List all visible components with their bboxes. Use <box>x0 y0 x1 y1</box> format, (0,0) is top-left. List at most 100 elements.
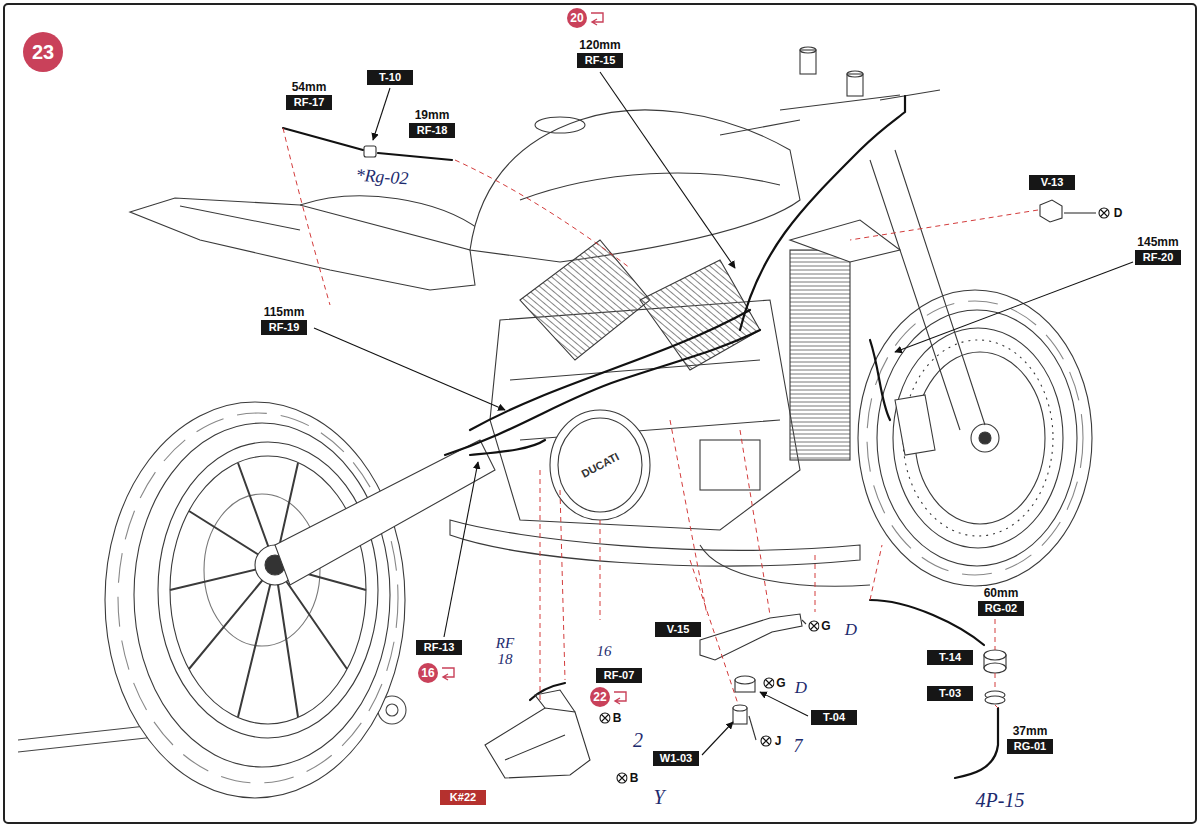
handwritten-note: 2 <box>631 730 645 751</box>
part-label: K#22 <box>440 790 486 805</box>
fuel-tank <box>470 110 800 262</box>
dimension-text: 145mm <box>1135 235 1180 249</box>
screw-symbols <box>617 773 627 783</box>
screw-letter: G <box>774 676 787 690</box>
engine <box>490 240 800 530</box>
small-parts <box>749 716 756 740</box>
handwritten-note: *Rg-02 <box>353 166 411 189</box>
screw-symbols <box>600 713 610 723</box>
cables <box>870 600 984 645</box>
small-parts <box>1040 200 1062 222</box>
engine <box>700 440 760 490</box>
handwritten-note: 4P-15 <box>974 790 1027 811</box>
part-label: T-14 <box>927 650 973 665</box>
small-parts <box>984 663 1006 673</box>
part-number: RF-19 <box>261 320 307 335</box>
part-label: V-15 <box>655 622 701 637</box>
front-wheel <box>858 290 1092 586</box>
exhaust <box>450 520 860 566</box>
part-number: T-14 <box>927 650 973 665</box>
screw-letter: G <box>819 619 832 633</box>
small-parts <box>802 620 806 624</box>
cables <box>955 708 998 778</box>
part-number: RF-07 <box>596 668 642 683</box>
radiator-and-front <box>800 50 816 74</box>
small-parts <box>735 676 755 684</box>
radiator-and-front <box>800 47 816 53</box>
radiator-and-front <box>720 47 940 460</box>
exhaust <box>700 545 870 586</box>
return-arrow-symbols <box>442 13 626 704</box>
leader-arrows <box>895 262 1133 352</box>
callout-number: 23 <box>23 32 63 72</box>
front-wheel <box>971 424 999 452</box>
screw-letter: D <box>1112 206 1125 220</box>
part-label: 120mmRF-15 <box>577 38 623 68</box>
part-number: W1-03 <box>653 751 699 766</box>
small-parts <box>985 696 1005 704</box>
engine <box>558 418 642 512</box>
screw-letter: B <box>611 711 624 725</box>
front-fork <box>870 150 985 430</box>
exploded-view-guides <box>995 610 998 708</box>
part-number: K#22 <box>440 790 486 805</box>
engine <box>520 240 650 360</box>
leader-arrows <box>314 328 505 410</box>
part-number: RG-02 <box>978 601 1024 616</box>
exploded-view-guides <box>740 430 770 615</box>
front-wheel <box>915 352 1045 524</box>
leader-arrows <box>314 72 1133 755</box>
leader-arrows <box>444 462 478 637</box>
paddock-stand <box>386 704 398 716</box>
part-number: T-10 <box>367 70 413 85</box>
part-number: V-15 <box>655 622 701 637</box>
front-wheel <box>858 290 1092 586</box>
part-label: RF-13 <box>416 640 462 655</box>
front-wheel <box>893 328 1063 548</box>
cables <box>283 96 998 778</box>
small-parts <box>485 708 590 778</box>
cables <box>470 440 545 455</box>
small-parts <box>984 650 1006 660</box>
engine <box>490 300 800 530</box>
small-parts <box>1064 212 1096 213</box>
screw-symbols <box>1101 210 1108 217</box>
exploded-view-guides <box>283 128 1038 708</box>
handwritten-note: D <box>843 621 859 639</box>
rear-wheel <box>134 423 390 767</box>
part-number: T-04 <box>811 710 857 725</box>
handwritten-note: D <box>793 679 809 697</box>
screw-symbols <box>619 775 626 782</box>
swingarm <box>275 440 495 585</box>
engine <box>550 410 650 520</box>
dimension-text: 37mm <box>1011 724 1050 738</box>
small-parts <box>364 146 1096 778</box>
part-label: V-13 <box>1029 175 1075 190</box>
part-label: T-04 <box>811 710 857 725</box>
return-arrow-symbols <box>442 668 454 680</box>
cables <box>445 330 760 455</box>
dimension-text: 19mm <box>413 108 452 122</box>
screw-symbols <box>602 715 609 722</box>
screw-letter: J <box>773 734 784 748</box>
fuel-tank <box>520 173 780 200</box>
front-wheel <box>877 310 1077 566</box>
radiator-and-front <box>720 90 940 135</box>
part-label: W1-03 <box>653 751 699 766</box>
exploded-view-guides <box>455 160 630 268</box>
part-number: RF-20 <box>1135 250 1181 265</box>
radiator-and-front <box>790 220 900 262</box>
dimension-text: 115mm <box>262 305 307 319</box>
screw-symbols <box>811 623 818 630</box>
part-label: T-10 <box>367 70 413 85</box>
part-number: RF-18 <box>409 123 455 138</box>
fuel-tank <box>470 110 800 262</box>
screw-symbols <box>1099 208 1109 218</box>
callout-number: 20 <box>570 12 583 24</box>
callout-number: 16 <box>421 667 434 679</box>
front-wheel <box>895 395 935 455</box>
callout-number: 22 <box>593 691 606 703</box>
handwritten-note: RF 18 <box>492 636 518 668</box>
return-arrow-symbols <box>614 692 626 704</box>
